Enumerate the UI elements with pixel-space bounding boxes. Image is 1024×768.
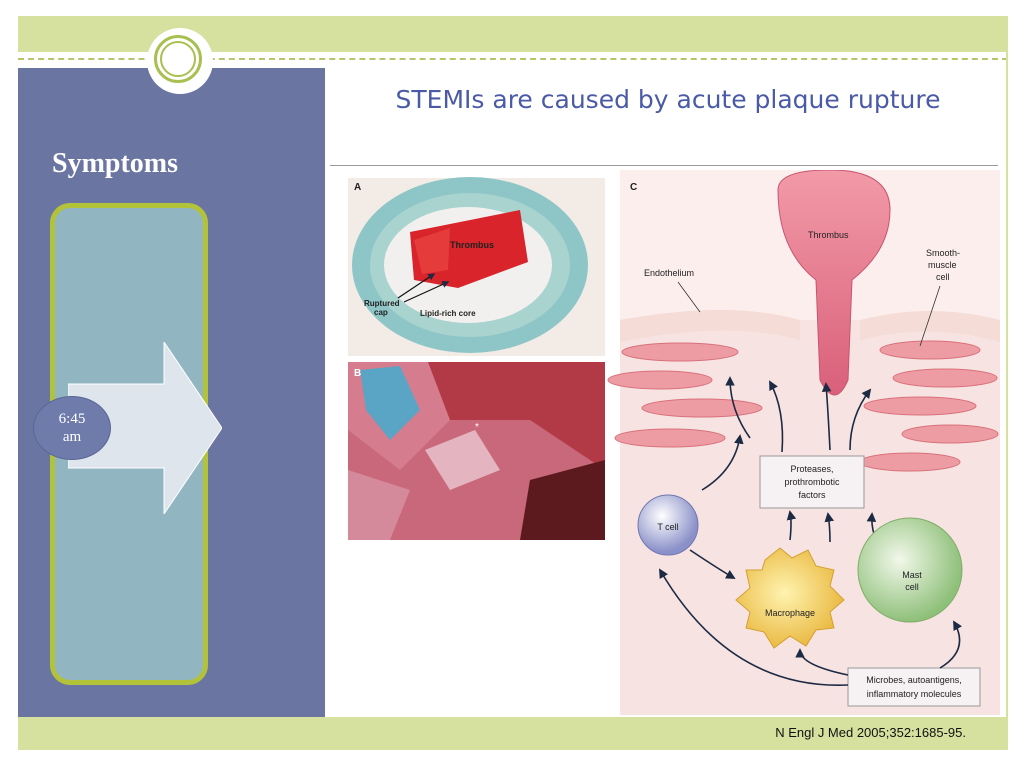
t-cell-label: T cell <box>657 522 678 532</box>
panel-b-asterisk: * <box>475 422 479 433</box>
mast-cell-label-2: cell <box>905 582 919 592</box>
panel-a-cap-label: cap <box>374 308 388 317</box>
panel-a-lipid-core-label: Lipid-rich core <box>420 309 476 318</box>
mast-cell-label-1: Mast <box>902 570 922 580</box>
panel-a-ruptured-label: Ruptured <box>364 299 400 308</box>
section-heading: Symptoms <box>52 148 179 179</box>
bottom-accent-band <box>18 717 1008 750</box>
right-arrow-icon <box>68 342 222 514</box>
decorative-inner-ring <box>160 41 196 77</box>
proteases-label-2: prothrombotic <box>784 477 840 487</box>
macrophage-label: Macrophage <box>765 608 815 618</box>
title-rule <box>330 165 998 166</box>
citation: N Engl J Med 2005;352:1685-95. <box>775 725 966 740</box>
panel-c-thrombus-label: Thrombus <box>808 230 849 240</box>
panel-a-thrombus-label: Thrombus <box>450 240 494 250</box>
panel-a-letter: A <box>354 182 361 193</box>
time-period-label: am <box>62 429 82 445</box>
panel-c-letter: C <box>630 182 637 193</box>
dashed-divider <box>18 58 1008 60</box>
proteases-label-3: factors <box>798 490 826 500</box>
smooth-muscle-label-2: muscle <box>928 260 957 270</box>
slide-title: STEMIs are caused by acute plaque ruptur… <box>395 85 941 114</box>
panel-b-letter: B <box>354 368 361 379</box>
panel-a: A Thrombus Ruptured cap Lipid-rich core <box>348 177 605 356</box>
panel-b: B * <box>348 362 605 540</box>
right-border <box>1006 52 1008 717</box>
proteases-label-1: Proteases, <box>790 464 833 474</box>
microbes-label-1: Microbes, autoantigens, <box>866 675 962 685</box>
smooth-muscle-label-1: Smooth- <box>926 248 960 258</box>
smooth-muscle-label-3: cell <box>936 272 950 282</box>
time-label: 6:45 <box>58 411 86 427</box>
figure-svg: A Thrombus Ruptured cap Lipid-rich core … <box>348 169 1000 715</box>
decorative-ring <box>154 35 202 83</box>
endothelium-label: Endothelium <box>644 268 694 278</box>
plaque-rupture-figure: A Thrombus Ruptured cap Lipid-rich core … <box>330 169 1000 715</box>
panel-c: C Thrombus Endothelium Smooth- muscle ce… <box>607 169 1000 715</box>
microbes-label-2: inflammatory molecules <box>867 689 962 699</box>
time-bubble: 6:45 am <box>33 396 111 460</box>
